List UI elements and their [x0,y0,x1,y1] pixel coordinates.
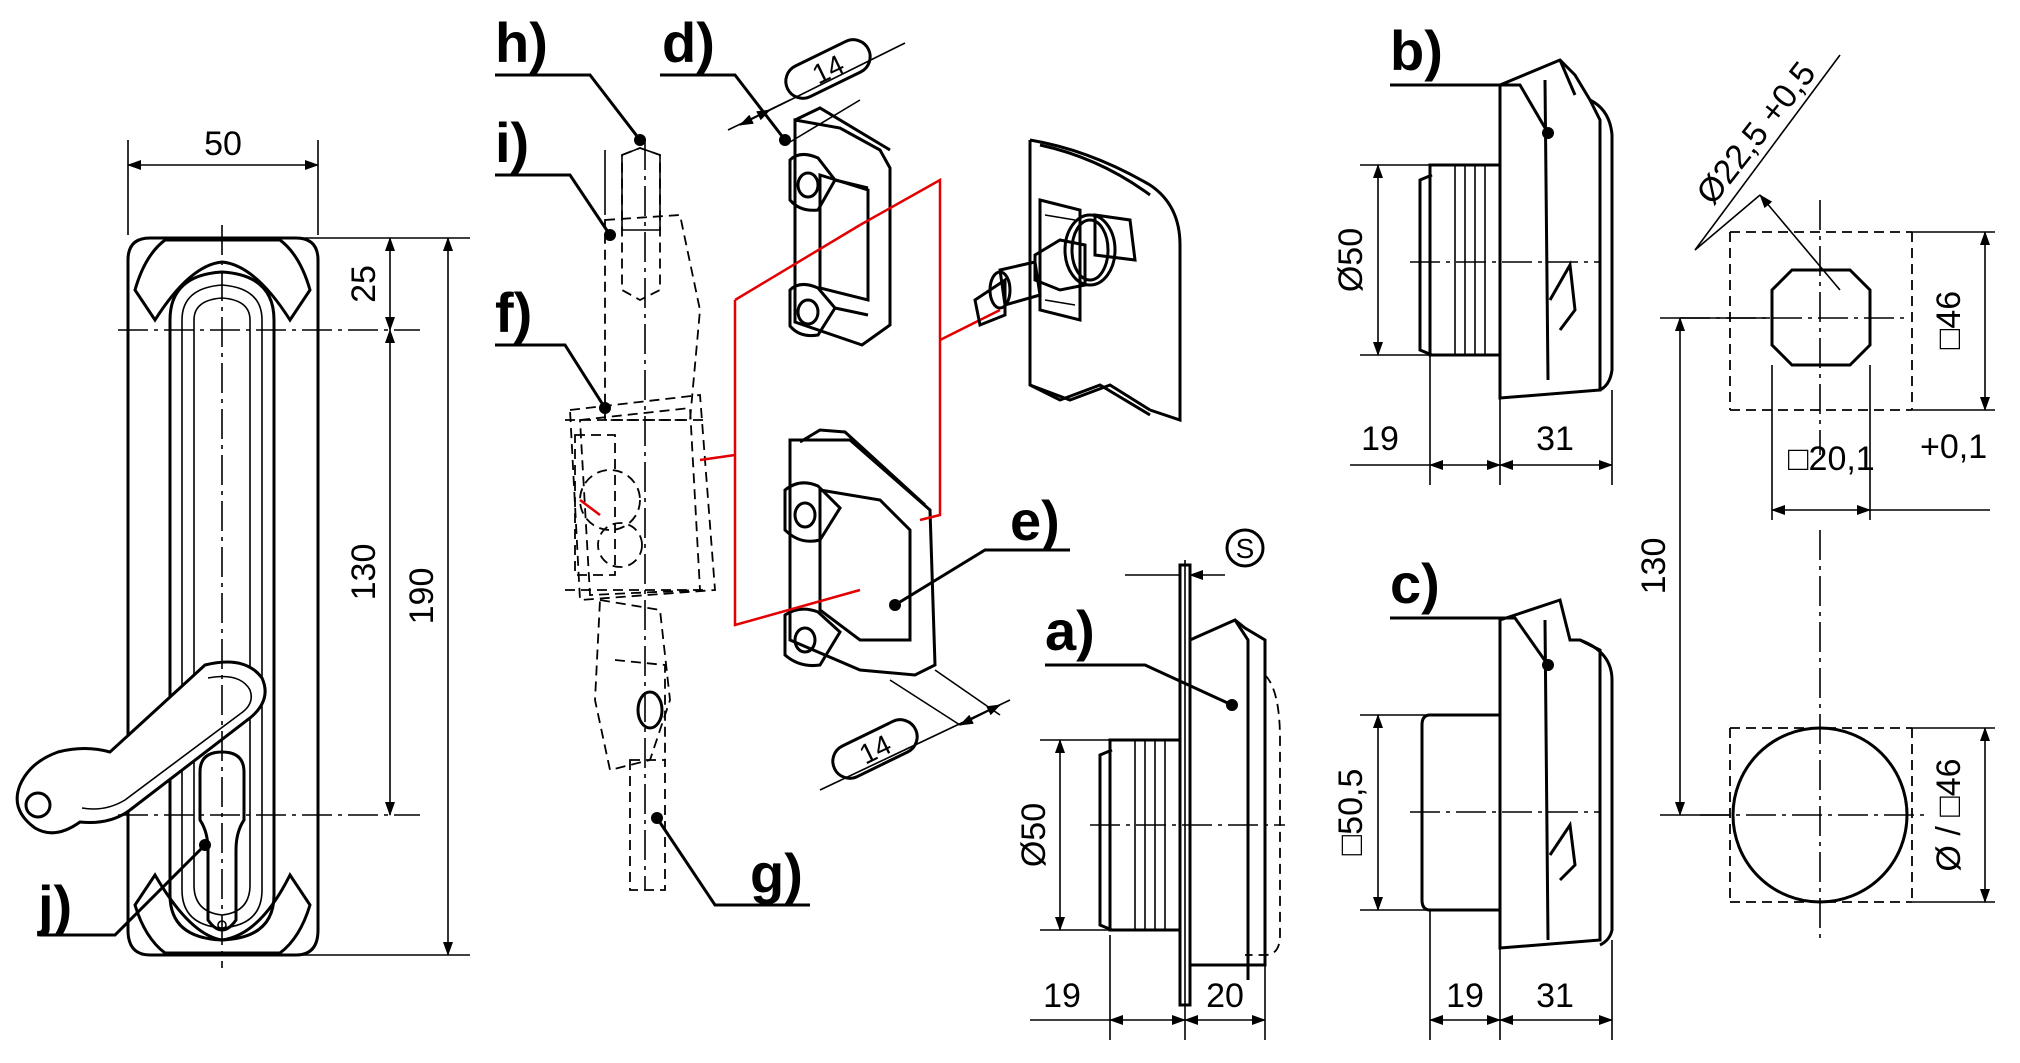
dim-b-diameter: Ø50 [1332,228,1370,292]
callout-i: i) [495,111,529,174]
dim-clip-e: 14 [854,729,896,771]
rod-assembly: h) i) f) g) [495,11,810,907]
dim-clip-d: 14 [807,49,849,91]
dim-c-square: □50,5 [1332,769,1370,856]
dim-handle-pitch: 130 [345,544,383,601]
callout-g: g) [750,842,803,905]
cutout-drawing: Ø22,5 +0,5 □46 □20,1 +0,1 130 Ø / □46 [1635,54,1995,940]
dim-cutout-square-inner-tol: +0,1 [1920,428,1987,466]
clip-d: d) 14 [660,11,906,347]
callout-e: e) [1010,489,1060,552]
cylinder-lock [973,138,1182,423]
dim-cutout-round: Ø / □46 [1930,758,1968,871]
s-symbol: S [1236,533,1255,564]
dim-a-front: 19 [1043,977,1081,1015]
dim-handle-length: 190 [403,568,441,625]
dim-c-front: 19 [1446,977,1484,1015]
callout-j: j) [37,874,72,937]
handle-front-view: 50 25 130 190 j) [15,125,470,968]
dim-handle-top: 25 [345,265,383,303]
dim-handle-width: 50 [204,125,242,163]
callout-h: h) [495,11,548,74]
dim-cutout-square-outer: □46 [1930,291,1968,349]
view-a: Ø50 19 20 S a) [1015,528,1285,1040]
dim-a-diameter: Ø50 [1015,803,1053,867]
clip-e: e) 14 [783,428,1070,791]
view-c: □50,5 19 31 c) [1332,552,1614,1040]
dim-cutout-diameter: Ø22,5 +0,5 [1689,55,1823,212]
dim-b-back: 31 [1536,420,1574,458]
view-b: Ø50 19 31 b) [1332,19,1614,485]
callout-d: d) [662,11,715,74]
dim-a-back: 20 [1206,977,1244,1015]
callout-f: f) [495,281,532,344]
dim-cutout-square-inner: □20,1 [1788,440,1875,478]
callout-c: c) [1390,552,1440,615]
dim-b-front: 19 [1361,420,1399,458]
dim-cutout-pitch: 130 [1635,538,1673,595]
callout-b: b) [1390,19,1443,82]
callout-a: a) [1045,599,1095,662]
assembly-lines [733,177,1001,627]
dim-c-back: 31 [1536,977,1574,1015]
